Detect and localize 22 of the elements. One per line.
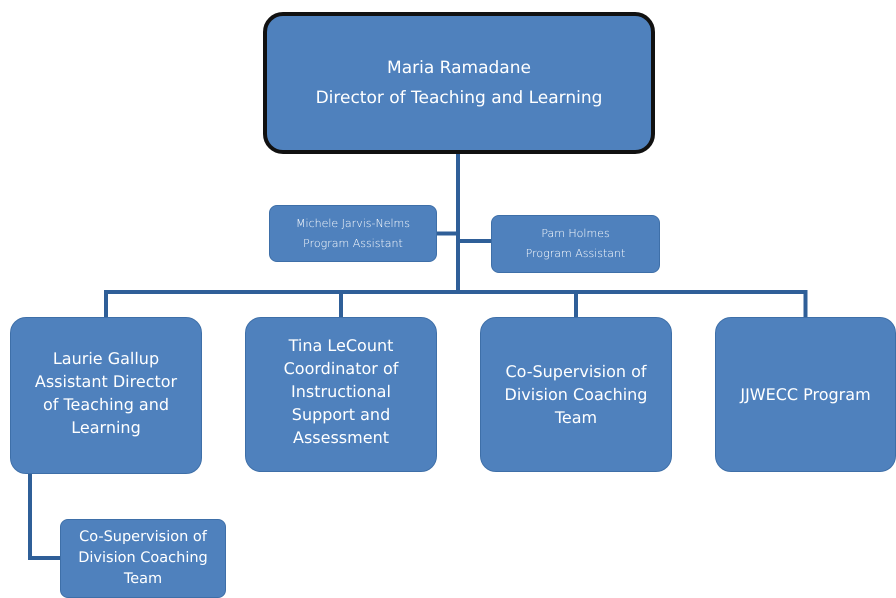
unit-box bbox=[10, 317, 202, 474]
role-title: Assistant Director of Teaching and Learning bbox=[34, 370, 178, 438]
unit-box bbox=[480, 317, 672, 472]
assistant-box bbox=[269, 205, 437, 262]
unit-name: JJWECC Program bbox=[740, 384, 871, 406]
person-name: Tina LeCount bbox=[288, 335, 394, 357]
unit-name: Co-Supervision of Division Coaching Team bbox=[77, 528, 209, 589]
unit-box bbox=[715, 317, 896, 472]
role-title: Director of Teaching and Learning bbox=[316, 87, 602, 110]
assistant-box bbox=[491, 215, 660, 273]
sub-unit-box bbox=[60, 519, 226, 598]
person-name: Laurie Gallup bbox=[52, 348, 160, 370]
role-title: Program Assistant bbox=[526, 246, 626, 262]
role-title: Coordinator of Instructional Support and Assessment bbox=[282, 358, 400, 449]
unit-box bbox=[245, 317, 437, 472]
role-title: Program Assistant bbox=[303, 236, 403, 252]
unit-name: Co-Supervision of Division Coaching Team bbox=[504, 361, 648, 429]
person-name: Pam Holmes bbox=[541, 226, 610, 242]
person-name: Michele Jarvis-Nelms bbox=[296, 216, 410, 232]
director-box bbox=[263, 12, 655, 154]
person-name: Maria Ramadane bbox=[387, 57, 531, 80]
connector-line bbox=[28, 474, 60, 560]
